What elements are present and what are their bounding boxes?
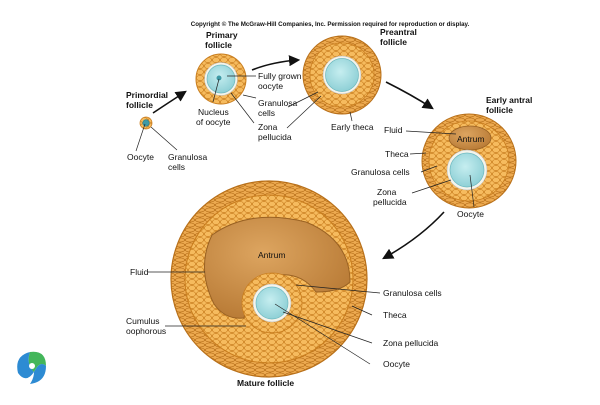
- preantral-title-line1: Preantral: [380, 27, 417, 37]
- primary-title-line2: follicle: [205, 40, 232, 50]
- primordial-granulosa-label-line1: Granulosa: [168, 152, 207, 162]
- mature-antrum-label: Antrum: [258, 250, 285, 260]
- primordial-granulosa-label-line2: cells: [168, 162, 185, 172]
- primary-fully-grown-oocyte-line2: oocyte: [258, 81, 283, 91]
- mature-follicle: [170, 180, 368, 378]
- copyright-notice: Copyright © The McGraw-Hill Companies, I…: [191, 21, 470, 28]
- primordial-title-line1: Primordial: [126, 90, 168, 100]
- mature-cumulus-line1: Cumulus: [126, 316, 160, 326]
- early-antral-antrum-label: Antrum: [457, 134, 484, 144]
- early-antral-title-line1: Early antral: [486, 95, 532, 105]
- early-antral-zona-line1: Zona: [377, 187, 397, 197]
- early-antral-oocyte-label: Oocyte: [457, 209, 484, 219]
- brand-logo-icon: [17, 351, 46, 384]
- early-antral-granulosa-label: Granulosa cells: [351, 167, 410, 177]
- primary-nucleus-line2: of oocyte: [196, 117, 231, 127]
- arrow-primary-to-preantral: [251, 55, 301, 71]
- mature-theca-label: Theca: [383, 310, 407, 320]
- primary-nucleus-line1: Nucleus: [198, 107, 229, 117]
- preantral-title-line2: follicle: [380, 37, 407, 47]
- primordial-follicle: [139, 116, 153, 130]
- primary-granulosa-line2: cells: [258, 108, 275, 118]
- early-antral-fluid-label: Fluid: [384, 125, 403, 135]
- mature-cumulus-line2: oophorous: [126, 326, 166, 336]
- primordial-title-line2: follicle: [126, 100, 153, 110]
- primary-granulosa-line1: Granulosa: [258, 98, 297, 108]
- preantral-follicle: [302, 35, 382, 115]
- primary-fully-grown-oocyte-line1: Fully grown: [258, 71, 302, 81]
- arrow-primordial-to-primary: [152, 90, 187, 114]
- mature-zona-label: Zona pellucida: [383, 338, 439, 348]
- early-antral-theca-label: Theca: [385, 149, 409, 159]
- primary-title-line1: Primary: [206, 30, 238, 40]
- primary-follicle: [195, 53, 247, 105]
- primordial-oocyte-label: Oocyte: [127, 152, 154, 162]
- mature-fluid-label: Fluid: [130, 267, 149, 277]
- primary-zona-line2: pellucida: [258, 132, 292, 142]
- early-antral-follicle: [421, 113, 517, 209]
- mature-granulosa-label: Granulosa cells: [383, 288, 442, 298]
- primary-zona-line1: Zona: [258, 122, 278, 132]
- mature-oocyte-label: Oocyte: [383, 359, 410, 369]
- arrow-early-antral-to-mature: [382, 211, 445, 260]
- early-antral-title-line2: follicle: [486, 105, 513, 115]
- mature-title: Mature follicle: [237, 378, 294, 388]
- preantral-early-theca-label: Early theca: [331, 122, 374, 132]
- early-antral-zona-line2: pellucida: [373, 197, 407, 207]
- arrow-preantral-to-early-antral: [385, 81, 434, 110]
